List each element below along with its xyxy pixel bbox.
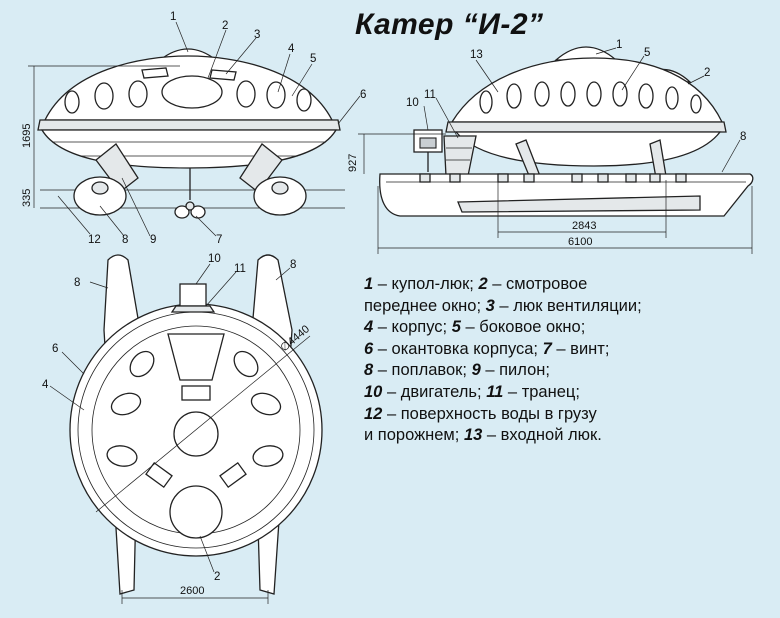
side-window [638, 83, 654, 109]
callout-4: 4 [42, 379, 49, 391]
hull-bottom [454, 131, 722, 167]
entry-hatch [167, 333, 225, 381]
callout-5: 5 [310, 53, 316, 65]
callout-8: 8 [740, 131, 746, 143]
side-window [665, 86, 679, 110]
side-window [233, 350, 259, 378]
side-window [296, 88, 312, 112]
callout-5: 5 [644, 47, 650, 59]
callout-8: 8 [290, 259, 296, 271]
legend-line-7: 12 – поверхность воды в грузу [364, 404, 597, 423]
callout-10: 10 [208, 253, 221, 265]
dim-height-total: 1695 [21, 124, 33, 148]
propeller [174, 205, 190, 219]
side-window [252, 445, 284, 467]
callout-2: 2 [704, 67, 710, 79]
side-window [506, 83, 522, 109]
callout-6: 6 [360, 89, 366, 101]
legend-line-5: 8 – поплавок; 9 – пилон; [364, 361, 550, 380]
dim-length: 6100 [568, 236, 592, 248]
dome-hatch [173, 411, 219, 457]
side-window [128, 80, 148, 108]
diameter-line [95, 335, 311, 513]
front-window [161, 75, 223, 109]
transom [443, 135, 477, 177]
drawing-title: Катер “И-2” [355, 8, 544, 41]
side-window [560, 81, 576, 107]
legend-line-4: 6 – окантовка корпуса; 7 – винт; [364, 339, 610, 358]
side-window [586, 81, 602, 107]
callout-13: 13 [470, 49, 483, 61]
side-window [106, 445, 138, 467]
dim-float-spacing: 2843 [572, 220, 596, 232]
legend-line-6: 10 – двигатель; 11 – транец; [364, 382, 580, 401]
front-view: 1695 335 1 2 3 4 5 6 9 8 7 12 [21, 11, 366, 246]
legend-line-3: 4 – корпус; 5 – боковое окно; [364, 318, 586, 337]
transom [170, 305, 216, 313]
side-view: 927 2843 6100 13 1 5 2 8 10 11 [347, 39, 754, 254]
side-window [690, 94, 702, 114]
callout-4: 4 [288, 43, 295, 55]
dim-width: 2600 [180, 585, 204, 597]
callout-8: 8 [122, 234, 128, 246]
side-window [534, 81, 550, 107]
hull-bottom [40, 129, 338, 169]
callout-7: 7 [216, 234, 222, 246]
side-window [236, 80, 256, 108]
legend: 1 – купол-люк; 2 – смотровое переднее ок… [364, 274, 774, 447]
callout-3: 3 [254, 29, 260, 41]
side-window [110, 392, 142, 416]
callout-6: 6 [52, 343, 58, 355]
top-view: ∅4440 2600 8 8 10 11 6 4 2 [42, 253, 323, 604]
legend-line-2: переднее окно; 3 – люк вентиляции; [364, 296, 642, 315]
vent-hatch [219, 461, 247, 489]
legend-line-1: 1 – купол-люк; 2 – смотровое [364, 275, 588, 293]
callout-1: 1 [170, 11, 176, 23]
side-window [479, 90, 493, 114]
side-window [266, 81, 286, 109]
callout-2: 2 [222, 20, 228, 32]
callout-1: 1 [616, 39, 622, 51]
front-window [169, 485, 223, 539]
callout-11: 11 [424, 89, 436, 101]
legend-line-8: и порожнем; 13 – входной люк. [364, 426, 602, 445]
callout-10: 10 [406, 97, 419, 109]
callout-8: 8 [74, 277, 80, 289]
engine [179, 283, 207, 307]
dim-hull-height: 927 [347, 154, 359, 172]
callout-11: 11 [234, 263, 246, 275]
callout-2: 2 [214, 571, 220, 583]
hull-rim [37, 119, 341, 131]
callout-9: 9 [150, 234, 156, 246]
side-window [94, 82, 114, 110]
side-window [64, 90, 80, 114]
side-window [129, 350, 155, 378]
vent-hatch [145, 461, 173, 489]
side-window [250, 392, 282, 416]
float-right [253, 176, 307, 216]
hull-rim [445, 121, 727, 133]
vent-hatch [209, 69, 237, 81]
float-left [73, 176, 127, 216]
callout-12: 12 [88, 234, 101, 246]
dim-draft: 335 [21, 189, 33, 207]
